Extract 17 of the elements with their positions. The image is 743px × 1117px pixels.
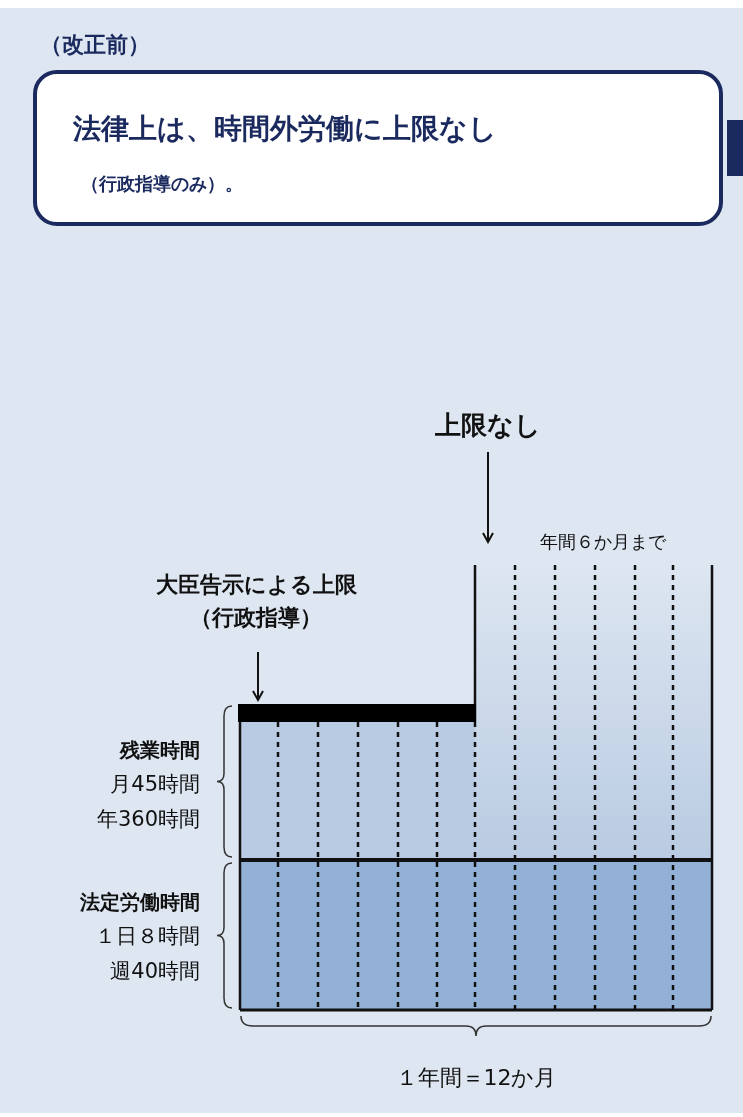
- limit-bar: [238, 704, 476, 722]
- limit-text: 年360時間: [96, 806, 200, 833]
- limit-text: 週40時間: [110, 958, 200, 985]
- headline: 法律上は、時間外労働に上限なし: [73, 111, 497, 147]
- row-heading: 法定労働時間: [80, 889, 200, 916]
- heading: （改正前）: [40, 31, 150, 59]
- note-text: （行政指導のみ）。: [81, 172, 243, 196]
- period-label: １年間＝12か月: [394, 1064, 558, 1092]
- callout-label: 上限なし: [388, 408, 588, 443]
- arrow: [252, 651, 264, 701]
- callout-label: 大臣告示による上限（行政指導）: [150, 568, 362, 634]
- limit-text: １日８時間: [95, 923, 200, 950]
- period-note: 年間６か月まで: [540, 530, 666, 554]
- row-heading: 残業時間: [120, 737, 200, 764]
- arrow: [482, 451, 494, 543]
- note-card: [33, 70, 723, 226]
- limit-text: 月45時間: [110, 771, 200, 798]
